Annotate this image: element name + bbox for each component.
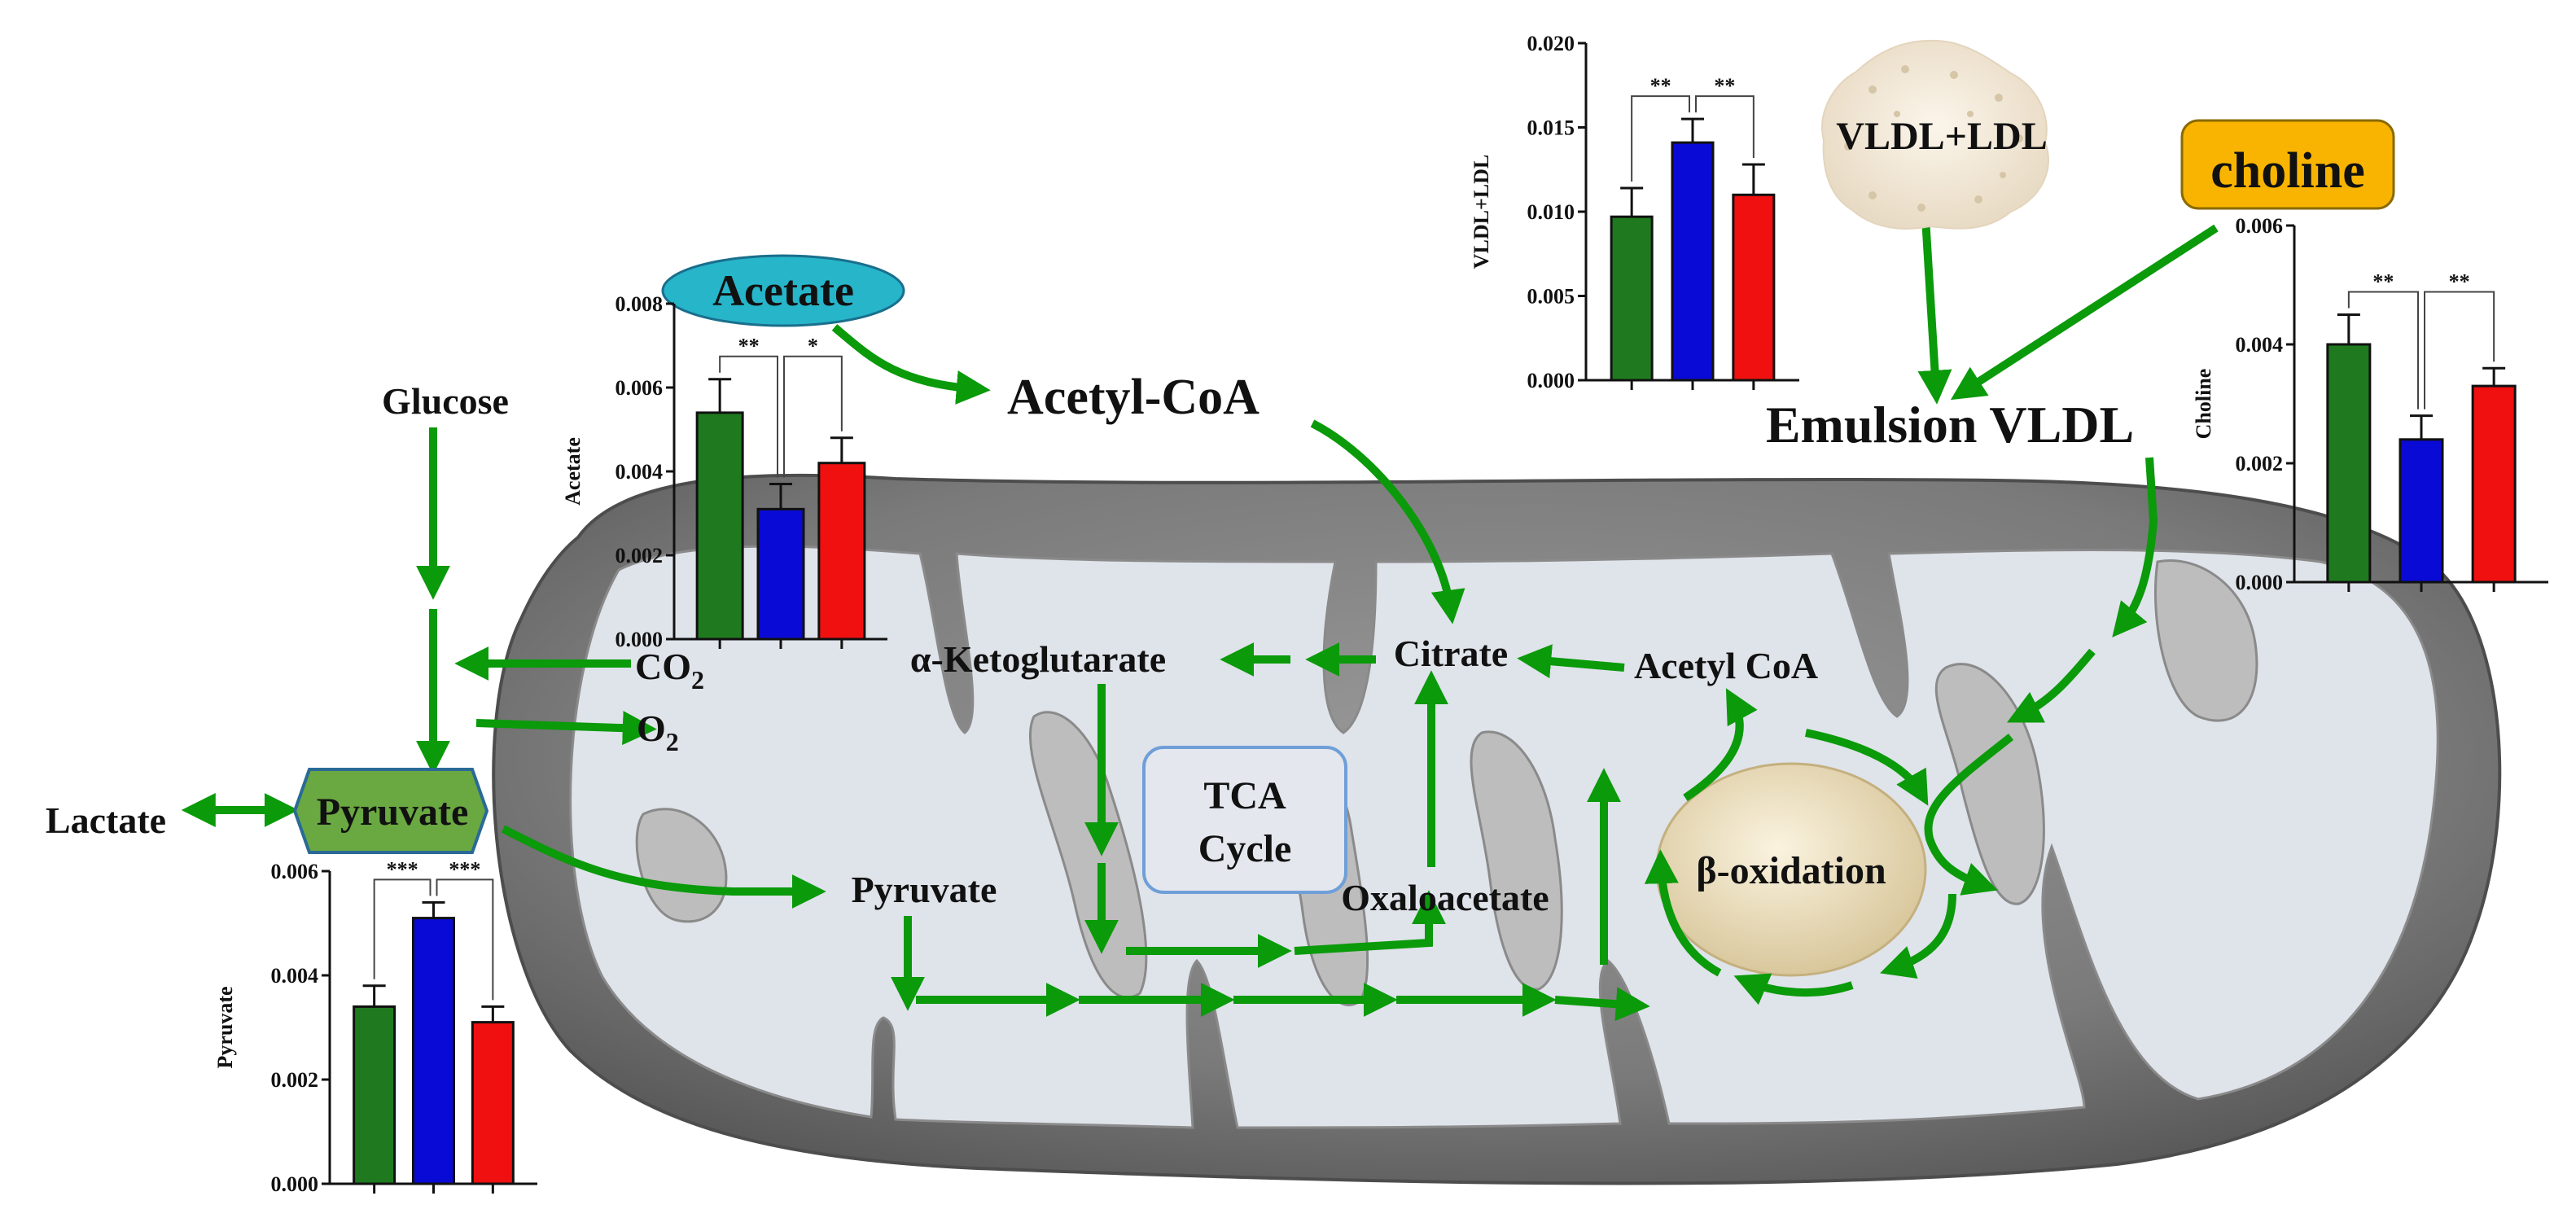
significance-label: **: [1714, 74, 1735, 98]
significance-bracket: [373, 878, 432, 979]
significance-bracket: [1631, 95, 1690, 182]
significance-label: **: [738, 335, 760, 358]
tca-cycle-label-line1: TCA: [1203, 774, 1286, 817]
bar: [2399, 438, 2444, 584]
alpha-ketoglutarate-label: α-Ketoglutarate: [910, 638, 1166, 680]
arrow-acetylcoa-citrate: [1310, 419, 1465, 624]
vldl-particle-dots: [1844, 65, 2023, 212]
vldl-ldl-particle: [1821, 39, 2049, 230]
significance-label: **: [2372, 270, 2394, 294]
glucose-label: Glucose: [382, 380, 509, 422]
y-axis-label: Choline: [2192, 369, 2215, 440]
significance-label: *: [808, 335, 818, 358]
bar: [353, 1005, 396, 1185]
significance-bracket: [1695, 95, 1755, 159]
arrow-pyruvate-to-mito: [501, 825, 826, 909]
crista: [2154, 559, 2258, 722]
bar: [695, 411, 744, 641]
y-tick-label: 0.015: [1527, 116, 1575, 140]
arrow-vldl-into-mito-2: [2006, 648, 2096, 723]
mitochondrion: [492, 473, 2502, 1185]
vldl-ldl-label: VLDL+LDL: [1836, 115, 2047, 158]
y-axis-label: VLDL+LDL: [1470, 155, 1493, 269]
y-tick-label: 0.010: [1527, 200, 1575, 224]
bar: [412, 917, 455, 1185]
emulsion-vldl-label: Emulsion VLDL: [1766, 396, 2134, 453]
significance-bracket: [719, 355, 778, 478]
pathway-arrows: [181, 217, 2219, 1022]
pyruvate-badge: [292, 768, 489, 854]
bar: [1671, 141, 1715, 382]
y-tick-label: 0.000: [2236, 571, 2284, 594]
y-tick-label: 0.000: [271, 1172, 319, 1196]
acetate-label: Acetate: [712, 266, 854, 315]
arrow-vldl-into-betaox: [1924, 734, 2014, 896]
y-tick-label: 0.002: [616, 544, 664, 567]
significance-bracket: [783, 355, 843, 478]
arrow-acetylcoamito-citrate: [1517, 644, 1625, 679]
bar: [1732, 193, 1776, 382]
arrow-betaox-left: [1644, 849, 1722, 977]
pyruvate-mito-label: Pyruvate: [852, 869, 997, 910]
significance-bracket: [2424, 291, 2495, 410]
y-tick-label: 0.008: [616, 292, 664, 316]
tca-cycle-box: [1142, 746, 1347, 894]
y-tick-label: 0.006: [2236, 214, 2284, 238]
arrow-betaox-down: [1880, 893, 1956, 979]
arrow-vldlldl-emulsion: [1917, 217, 1952, 405]
arrow-choline-emulsion: [1950, 224, 2219, 401]
significance-label: **: [2449, 270, 2470, 294]
arrow-betaox-bottom: [1733, 973, 1854, 1005]
bar: [756, 507, 805, 641]
arrow-vldl-into-mito-1: [2112, 457, 2158, 637]
y-tick-label: 0.004: [271, 964, 319, 988]
y-tick-label: 0.006: [616, 376, 664, 400]
y-tick-label: 0.002: [271, 1068, 319, 1092]
pyruvate-cytosol-label: Pyruvate: [317, 791, 469, 834]
significance-label: **: [1650, 74, 1671, 98]
arrow-acetate-acetylcoa: [831, 324, 991, 405]
acetate-badge: [661, 254, 905, 327]
beta-oxidation-label: β-oxidation: [1696, 849, 1886, 892]
y-tick-label: 0.006: [271, 860, 319, 883]
y-tick-label: 0.000: [1527, 369, 1575, 392]
y-tick-label: 0.004: [2236, 333, 2284, 357]
citrate-label: Citrate: [1394, 633, 1508, 674]
acetyl-coa-mito-label: Acetyl CoA: [1634, 645, 1818, 686]
tca-cycle-label-line2: Cycle: [1198, 827, 1292, 870]
o2-label: O2: [637, 707, 679, 756]
arrow-bottom-2: [1294, 890, 1446, 955]
co2-label: CO2: [635, 646, 704, 694]
bar: [2471, 384, 2517, 584]
arrow-pyr-row-5: [1554, 987, 1650, 1022]
y-axis-label: Acetate: [561, 437, 585, 506]
significance-bracket: [436, 878, 494, 1001]
significance-bracket: [2347, 291, 2419, 410]
arrow-betaox-up: [1683, 688, 1758, 802]
significance-label: ***: [449, 857, 480, 881]
choline-badge: [2180, 119, 2395, 210]
bar: [471, 1021, 515, 1185]
choline-label: choline: [2210, 143, 2364, 199]
y-axis-label: Pyruvate: [213, 986, 237, 1068]
significance-label: ***: [387, 857, 418, 881]
y-tick-label: 0.002: [2236, 452, 2284, 475]
bar: [2326, 343, 2372, 584]
lactate-label: Lactate: [46, 799, 166, 841]
y-tick-label: 0.020: [1527, 32, 1575, 55]
arrow-betaox-right: [1804, 729, 1929, 806]
oxaloacetate-label: Oxaloacetate: [1341, 877, 1549, 918]
acetyl-coa-label: Acetyl-CoA: [1007, 370, 1260, 425]
bar: [817, 462, 866, 641]
arrow-o2: [475, 711, 657, 746]
bar: [1610, 215, 1654, 382]
y-tick-label: 0.005: [1527, 285, 1575, 309]
y-tick-label: 0.000: [616, 628, 664, 651]
y-tick-label: 0.004: [616, 460, 664, 484]
